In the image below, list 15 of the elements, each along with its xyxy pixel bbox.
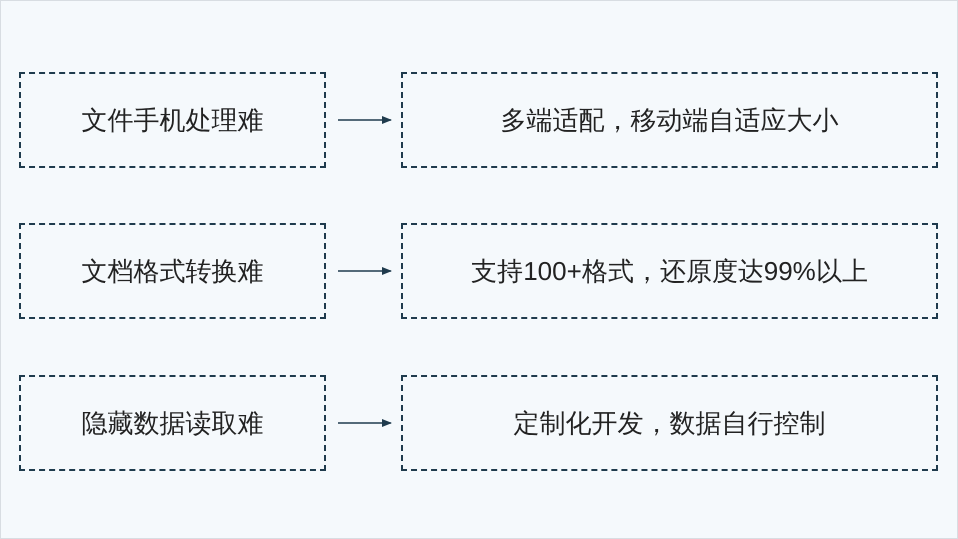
box-text: 隐藏数据读取难 <box>82 406 264 440</box>
arrow <box>338 116 392 124</box>
dashed-box <box>19 72 326 168</box>
arrow <box>338 419 392 427</box>
box-text: 定制化开发，数据自行控制 <box>514 406 826 440</box>
arrow <box>338 267 392 275</box>
dashed-box <box>19 375 326 471</box>
box-text: 文件手机处理难 <box>82 104 264 136</box>
box-text: 支持100+格式，还原度达99%以上 <box>471 254 868 288</box>
box-text: 多端适配，移动端自适应大小 <box>500 104 838 136</box>
dashed-box <box>19 223 326 319</box>
dashed-box <box>401 375 938 471</box>
dashed-box <box>401 72 938 168</box>
dashed-box <box>401 223 938 319</box>
box-text: 文档格式转换难 <box>82 254 264 288</box>
